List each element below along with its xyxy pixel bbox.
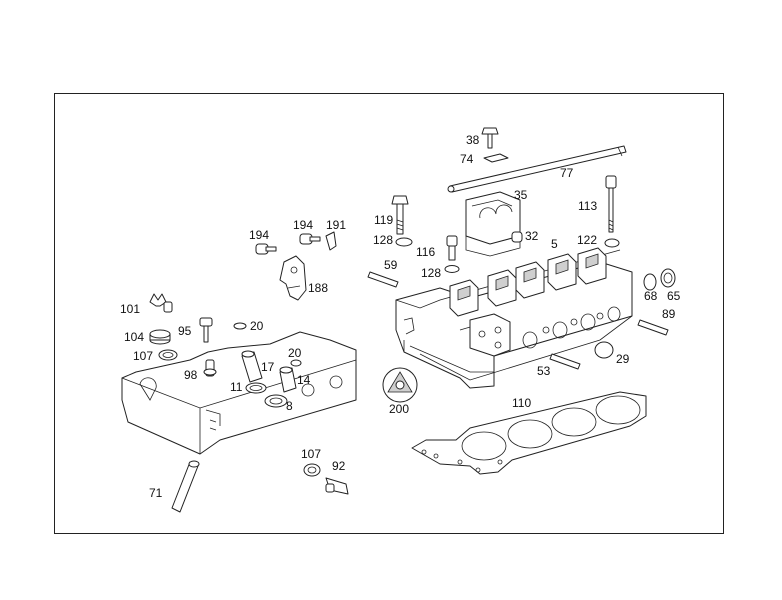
label-200: 200 [389,402,409,416]
clip-74 [483,153,509,163]
clip-20b [290,359,302,367]
label-17: 17 [261,360,275,374]
washer-128b [444,265,460,273]
clip-191 [325,231,337,251]
label-29: 29 [616,352,630,366]
label-110: 110 [512,396,531,410]
label-65: 65 [667,289,681,303]
sensor-98 [203,359,217,377]
label-53: 53 [537,364,551,378]
sleeve-14 [279,366,297,393]
sensor-92 [325,477,349,495]
label-116: 116 [416,245,435,259]
label-68: 68 [644,289,658,303]
bolt-116 [446,235,458,261]
stud-89 [637,319,669,336]
label-38: 38 [466,133,480,147]
flange-200 [382,367,418,403]
callout-labels: 38 74 77 35 119 113 128 32 122 116 5 59 … [120,133,681,500]
label-8: 8 [286,399,293,413]
label-101: 101 [120,302,140,316]
sleeve-32 [511,231,523,243]
washer-107a [158,349,178,361]
pin-71 [171,460,200,513]
bracket-35 [465,191,521,257]
sensor-95 [199,317,213,343]
label-107b: 107 [301,447,321,461]
label-92: 92 [332,459,346,473]
plug-65 [660,268,676,288]
label-89: 89 [662,307,676,321]
ring-68 [643,273,657,291]
bracket-188 [279,255,307,301]
label-98: 98 [184,368,198,382]
label-32: 32 [525,229,539,243]
clip-20a [233,322,247,330]
sensor-101 [149,293,173,313]
label-188: 188 [308,281,328,295]
ring-11 [245,382,267,394]
cylinder-head [395,247,633,389]
washer-122 [604,238,620,248]
rocker-shaft [447,145,627,193]
label-14: 14 [297,373,311,387]
label-191: 191 [326,218,346,232]
stud-53 [549,353,581,370]
washer-128a [395,237,413,247]
label-194a: 194 [249,228,269,242]
head-gasket [411,391,647,475]
label-194b: 194 [293,218,313,232]
label-95: 95 [178,324,192,338]
label-74: 74 [460,152,474,166]
stud-59 [367,271,399,288]
label-113: 113 [578,199,597,213]
label-128a: 128 [373,233,393,247]
label-119: 119 [374,213,393,227]
bolt-38 [481,127,499,149]
label-59: 59 [384,258,398,272]
label-5: 5 [551,237,558,251]
washer-107b [303,463,321,477]
bolt-119 [391,195,409,235]
cap-104 [149,329,171,345]
label-77: 77 [560,166,574,180]
bolt-194a [255,243,277,255]
label-35: 35 [514,188,528,202]
bolt-194b [299,233,321,245]
label-107a: 107 [133,349,153,363]
bolt-113 [605,175,617,233]
label-128b: 128 [421,266,441,280]
label-20a: 20 [250,319,264,333]
label-104: 104 [124,330,144,344]
plug-29 [594,341,614,359]
label-71: 71 [149,486,163,500]
label-20b: 20 [288,346,302,360]
label-122: 122 [577,233,597,247]
sleeve-17 [241,350,263,383]
label-11: 11 [230,380,243,394]
ring-8 [264,394,288,408]
